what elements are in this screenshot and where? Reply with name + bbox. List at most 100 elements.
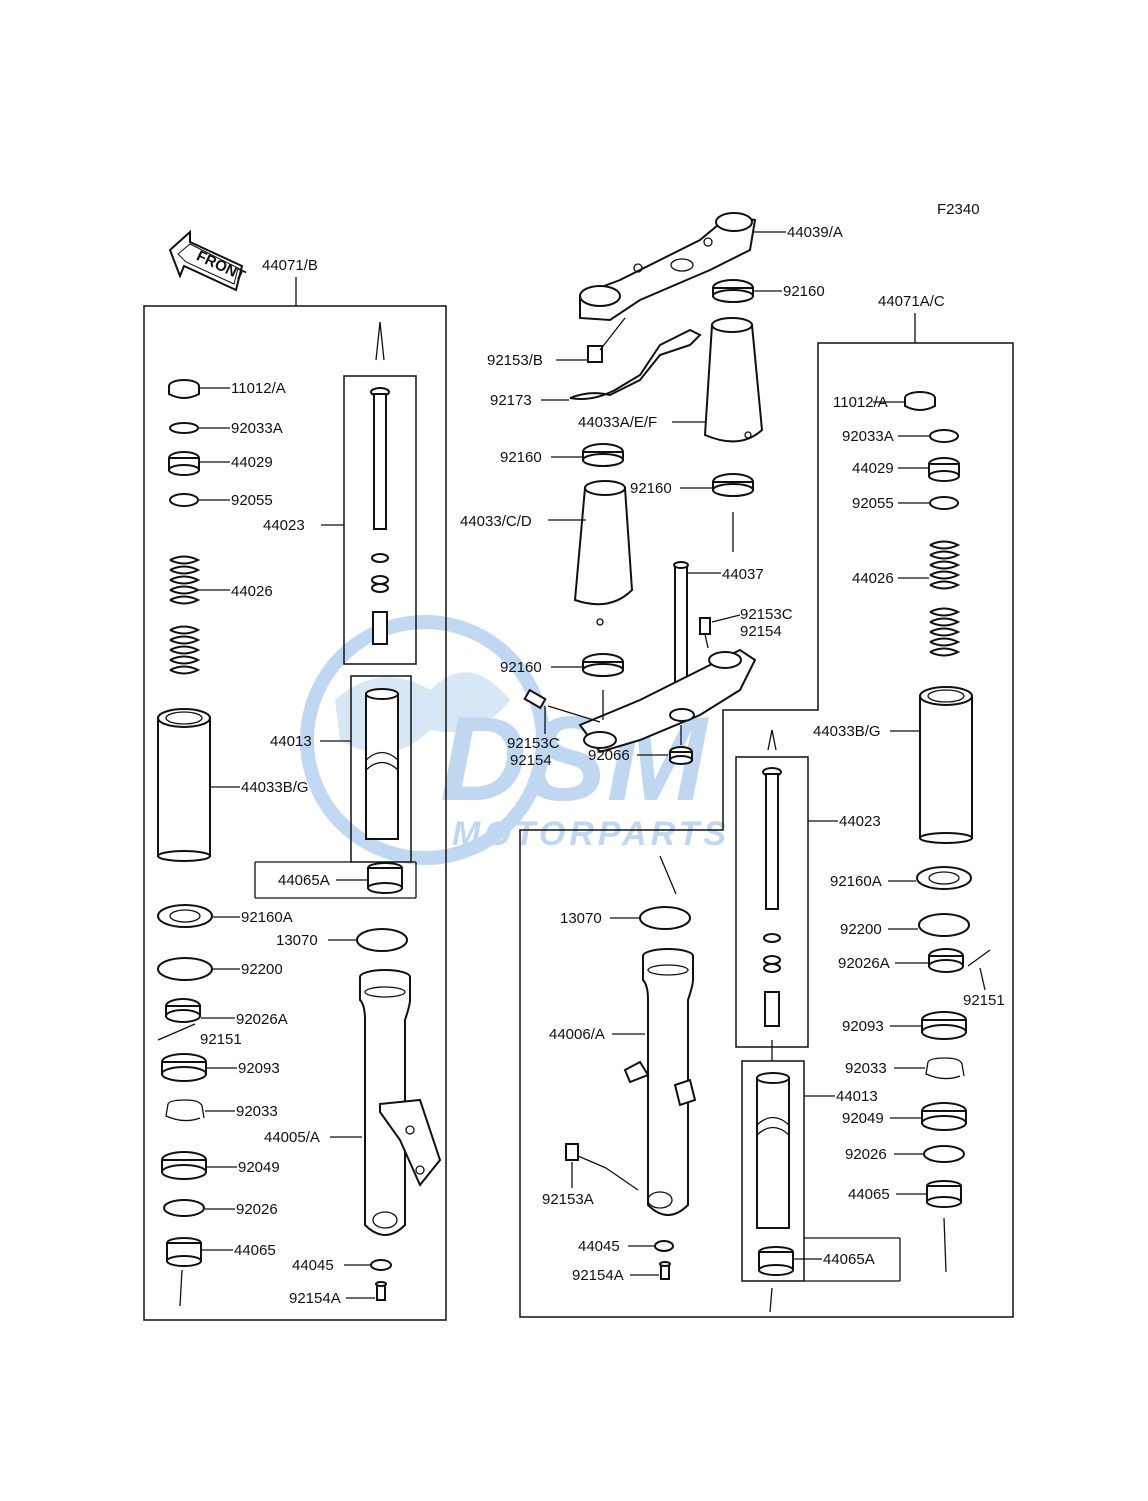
label-92093-left: 92093 — [238, 1060, 280, 1077]
label-92154-right: 92154 — [740, 623, 782, 640]
part-cylinder-icon — [756, 1072, 790, 1229]
part-seal-icon — [712, 473, 754, 497]
label-92173: 92173 — [490, 392, 532, 409]
label-92160-m3: 92160 — [500, 659, 542, 676]
part-plug-icon — [168, 451, 200, 476]
left-fork-assembly: 44071/B 11012/A 92033A 44029 92055 44026 — [143, 257, 447, 1321]
part-washer-icon — [654, 1240, 674, 1252]
label-92026a-left: 92026A — [236, 1011, 288, 1028]
subbox-44023-left — [343, 375, 417, 665]
label-92200-right: 92200 — [840, 921, 882, 938]
label-92154a-left: 92154A — [289, 1290, 341, 1307]
label-92160a-right: 92160A — [830, 873, 882, 890]
label-92055-left: 92055 — [231, 492, 273, 509]
part-oring-icon — [929, 496, 959, 510]
part-oring-icon — [169, 493, 199, 507]
part-bolt-icon — [375, 1281, 387, 1301]
label-92066: 92066 — [588, 747, 630, 764]
label-44071ac: 44071A/C — [878, 293, 945, 310]
part-bolt-icon — [587, 317, 626, 363]
part-tube-icon — [157, 708, 211, 862]
subbox-44013-right — [741, 1060, 805, 1282]
part-bushing-icon — [926, 1180, 962, 1208]
label-44039a: 44039/A — [787, 224, 843, 241]
part-upper-bracket-icon — [579, 212, 757, 322]
label-44013-left: 44013 — [270, 733, 312, 750]
label-92160-m1: 92160 — [500, 449, 542, 466]
label-44071b: 44071/B — [262, 257, 318, 274]
part-clamp-icon — [569, 328, 702, 400]
front-arrow-icon: FRONT — [168, 229, 248, 292]
part-seal-icon — [582, 443, 624, 467]
part-bolt-icon — [699, 617, 711, 649]
left-assembly-frame — [143, 305, 447, 1321]
label-92049-right: 92049 — [842, 1110, 884, 1127]
part-seal-icon — [582, 653, 624, 677]
part-outer-tube-icon — [359, 969, 442, 1236]
label-44065a-left: 44065A — [278, 872, 330, 889]
label-92153c-right: 92153C — [740, 606, 793, 623]
part-dust-seal-icon — [921, 1011, 967, 1040]
label-44029-left: 44029 — [231, 454, 273, 471]
part-clamp-icon — [928, 948, 964, 973]
part-circlip-icon — [165, 1099, 205, 1122]
part-ring-icon — [169, 422, 199, 434]
part-washer-icon — [918, 913, 970, 937]
part-cap-icon — [904, 391, 936, 411]
part-seal-icon — [712, 279, 754, 303]
part-bolt-icon — [523, 688, 601, 723]
part-washer-icon — [163, 1199, 205, 1217]
part-circlip-icon — [925, 1057, 965, 1080]
part-rod-icon — [370, 387, 390, 645]
part-spring-icon — [929, 540, 961, 657]
label-92026a-right: 92026A — [838, 955, 890, 972]
part-washer-icon — [370, 1259, 392, 1271]
label-11012a-left: 11012/A — [231, 380, 286, 397]
label-92154a-center: 92154A — [572, 1267, 624, 1284]
label-44029-right: 44029 — [852, 460, 894, 477]
part-guide-ring-icon — [356, 928, 408, 952]
label-44033bg-right: 44033B/G — [813, 723, 881, 740]
part-outer-tube-icon — [623, 948, 697, 1216]
label-44023-left: 44023 — [263, 517, 305, 534]
steering-assembly: 44039/A 92160 92153/B 92173 44033A/E/F — [460, 212, 843, 769]
label-92160-top: 92160 — [783, 283, 825, 300]
part-bolt-icon — [565, 1143, 639, 1191]
label-92093-right: 92093 — [842, 1018, 884, 1035]
part-cap-icon — [168, 379, 200, 399]
part-seal-icon — [157, 904, 213, 928]
label-44045-center: 44045 — [578, 1238, 620, 1255]
label-92151-right: 92151 — [963, 992, 1005, 1009]
label-44033cd: 44033/C/D — [460, 513, 532, 530]
label-44065-right: 44065 — [848, 1186, 890, 1203]
part-guide-ring-icon — [639, 906, 691, 930]
part-spring-icon — [169, 555, 201, 675]
part-dust-seal-icon — [161, 1053, 207, 1082]
label-92049-left: 92049 — [238, 1159, 280, 1176]
label-44013-right: 44013 — [836, 1088, 878, 1105]
part-plug-icon — [928, 457, 960, 482]
label-92033-right: 92033 — [845, 1060, 887, 1077]
part-fork-cover-icon — [573, 480, 634, 626]
part-rod-icon — [762, 767, 782, 1027]
label-92055-right: 92055 — [852, 495, 894, 512]
label-11012a-right: 11012/A — [833, 394, 888, 411]
label-92033-left: 92033 — [236, 1103, 278, 1120]
part-washer-icon — [157, 957, 213, 981]
label-44065-left: 44065 — [234, 1242, 276, 1259]
part-oil-seal-icon — [161, 1151, 207, 1180]
label-44033bg-left: 44033B/G — [241, 779, 309, 796]
label-92153c-left: 92153C — [507, 735, 560, 752]
subbox-44013-left — [350, 675, 412, 863]
label-92026-right: 92026 — [845, 1146, 887, 1163]
part-bushing-icon — [367, 862, 403, 894]
right-fork-assembly: 44071A/C 11012/A 92033A 44029 92055 4402… — [519, 293, 1014, 1318]
part-tube-icon — [919, 686, 973, 844]
label-13070-left: 13070 — [276, 932, 318, 949]
label-92151-left: 92151 — [200, 1031, 242, 1048]
part-clamp-icon — [165, 998, 201, 1023]
part-seal-icon — [916, 866, 972, 890]
label-92200-left: 92200 — [241, 961, 283, 978]
part-oil-seal-icon — [921, 1102, 967, 1131]
